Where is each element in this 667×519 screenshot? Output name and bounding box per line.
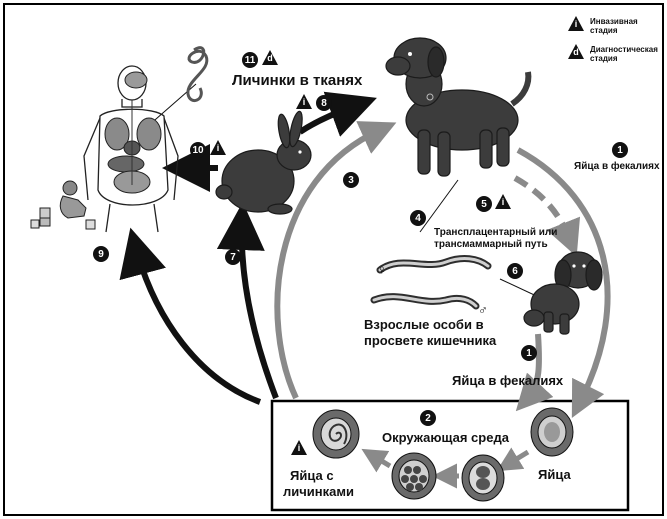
step-3-badge: 3 [343,172,359,188]
diagnostic-stage-icon: d [568,44,584,59]
arrow-egg-stage-1-to-2 [505,452,528,466]
step-2-badge: 2 [420,410,436,426]
egg-larvated-icon [313,410,359,458]
step-7-badge: 7 [225,249,241,265]
larvae-in-tissues-label: Личинки в тканях [232,72,362,89]
tissue-larva-icon [188,48,207,101]
adults-label-line2: просвете кишечника [364,333,496,348]
step-9-badge: 9 [93,246,109,262]
legend-diagnostic-label: Диагностическая стадия [590,45,664,63]
eggs-with-larvae-label-line2: личинками [283,484,354,499]
male-symbol: ♂ [478,302,488,317]
step-1-top-badge: 1 [612,142,628,158]
invasive-stage-icon: i [568,16,584,31]
step-11-badge: 11 [242,52,258,68]
step-5-badge: 5 [476,196,492,212]
step-10-invasive-icon: i [210,140,226,155]
pointer-line-transplacental [420,180,458,232]
step-8-badge: 8 [316,95,332,111]
transplacental-label-line2: трансмаммарный путь [434,239,548,250]
step-8-invasive-icon: i [296,94,312,109]
step-11-diagnostic-icon: d [262,50,278,65]
adult-dog-illustration [386,38,528,176]
transplacental-label-line1: Трансплацентарный или [434,227,557,238]
step-1-bottom-badge: 1 [521,345,537,361]
female-symbol: ♀ [377,262,387,277]
legend-invasive-label: Инвазивная стадия [590,17,654,35]
eggs-in-feces-bottom-label: Яйца в фекалиях [452,373,563,388]
eggs-with-larvae-label-line1: Яйца с [290,468,334,483]
arrow-environment-to-rabbit [242,220,276,398]
eggs-with-larvae-invasive-icon: i [291,440,307,455]
egg-morula-icon [392,453,436,499]
child-playing-illustration [31,181,95,229]
human-organs [105,72,161,193]
eggs-label: Яйца [538,467,571,482]
eggs-in-feces-top-label: Яйца в фекалиях [574,161,660,172]
step-4-badge: 4 [410,210,426,226]
step-6-badge: 6 [507,263,523,279]
environment-label: Окружающая среда [382,430,509,445]
rabbit-illustration [216,110,311,214]
arrow-egg-stage-3-to-4 [370,454,390,466]
step-10-badge: 10 [190,142,206,158]
puppy-illustration [524,252,602,334]
blank-corner [6,400,166,512]
step-5-invasive-icon: i [495,194,511,209]
adults-label-line1: Взрослые особи в [364,317,484,332]
arrow-puppy-to-environment [528,334,539,398]
egg-two-cell-icon [462,455,504,501]
egg-unembryonated-icon [531,408,573,456]
